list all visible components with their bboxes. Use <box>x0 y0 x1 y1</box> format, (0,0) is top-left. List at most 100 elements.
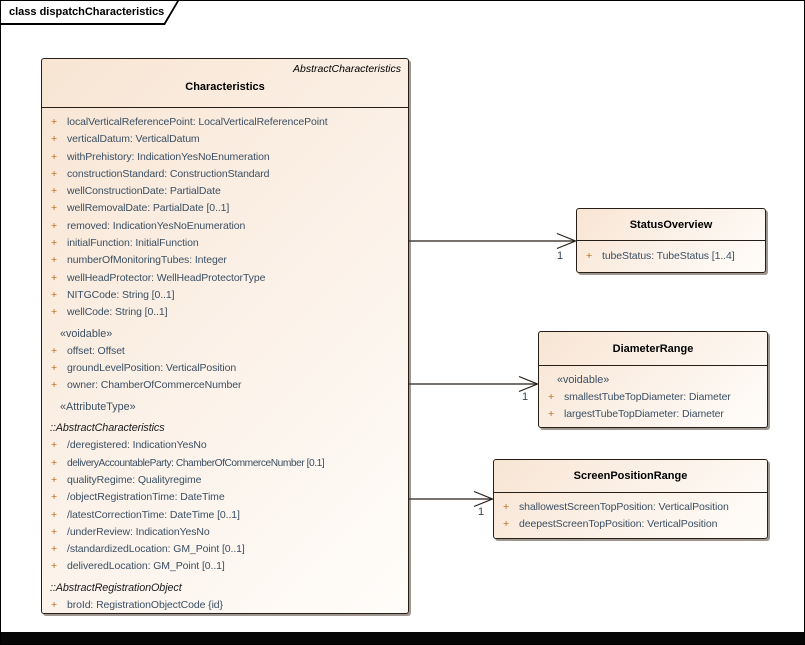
class-stereotype-label: AbstractCharacteristics <box>293 63 401 75</box>
attribute-text: /underReview: IndicationYesNo <box>67 525 210 538</box>
attribute-row: +qualityRegime: Qualityregime <box>50 472 404 489</box>
visibility-plus-sign: + <box>51 237 58 250</box>
visibility-plus-sign: + <box>51 525 58 538</box>
attribute-row: + wellHeadProtector: WellHeadProtectorTyp… <box>50 270 404 287</box>
frame-label-tab-inner: class dispatchCharacteristics <box>1 1 177 23</box>
attribute-row: +/latestCorrectionTime: DateTime [0..1] <box>50 507 404 524</box>
multiplicity-label: 1 <box>522 391 529 403</box>
inherited-from-row: ::AbstractRegistrationObject <box>50 581 182 594</box>
class-header: AbstractCharacteristics Characteristics <box>42 59 408 108</box>
attributes-compartment: + shallowestScreenTopPosition: VerticalPo… <box>494 493 767 533</box>
class-box-characteristics[interactable]: AbstractCharacteristics Characteristics … <box>41 58 409 614</box>
attribute-text: broId: RegistrationObjectCode {id} <box>67 599 223 612</box>
visibility-plus-sign: + <box>51 219 58 232</box>
class-box-diameter-range[interactable]: DiameterRange «voidable»+smallestTubeTop… <box>538 331 768 428</box>
attribute-row: + smallestTubeTopDiameter: Diameter <box>547 389 763 406</box>
multiplicity-label: 1 <box>557 250 564 262</box>
attribute-row: +NITGCode: String [0..1] <box>50 287 404 304</box>
visibility-plus-sign: + <box>51 560 58 573</box>
attribute-row: +removed: IndicationYesNoEnumeration <box>50 218 404 235</box>
visibility-plus-sign: + <box>51 508 58 521</box>
attribute-text: qualityRegime: Qualityregime <box>67 473 202 486</box>
attribute-row: + deliveryAccountableParty: ChamberOfComm… <box>50 455 404 472</box>
attribute-text: owner: ChamberOfCommerceNumber <box>67 379 242 392</box>
attribute-text: offset: Offset <box>67 344 125 357</box>
attribute-row: + deliveredLocation: GM_Point [0..1] <box>50 558 404 575</box>
frame-label-tab: class dispatchCharacteristics <box>1 1 179 25</box>
visibility-plus-sign: + <box>548 391 555 403</box>
visibility-plus-sign: + <box>51 599 58 612</box>
visibility-plus-sign: + <box>51 254 58 267</box>
association-arrow-status-overview <box>409 232 578 250</box>
stereotype-row: «AttributeType» <box>60 400 136 413</box>
class-box-screen-position-range[interactable]: ScreenPositionRange +shallowestScreenTop… <box>493 459 768 539</box>
attribute-text: withPrehistory: IndicationYesNoEnumerati… <box>67 150 270 163</box>
attribute-text: constructionStandard: ConstructionStanda… <box>67 167 270 180</box>
class-name: DiameterRange <box>612 342 694 355</box>
multiplicity-label: 1 <box>478 506 485 518</box>
attribute-text: initialFunction: InitialFunction <box>67 237 199 250</box>
visibility-plus-sign: + <box>503 501 510 513</box>
attributes-compartment: +localVerticalReferencePoint: LocalVerti… <box>42 108 408 614</box>
attribute-row: +owner: ChamberOfCommerceNumber <box>50 377 404 394</box>
inherited-from-row: ::AbstractCharacteristics <box>50 422 165 435</box>
visibility-plus-sign: + <box>51 185 58 198</box>
attribute-text: /deregistered: IndicationYesNo <box>67 439 207 452</box>
attribute-text: numberOfMonitoringTubes: Integer <box>67 254 227 267</box>
visibility-plus-sign: + <box>51 271 58 284</box>
attribute-text: shallowestScreenTopPosition: VerticalPos… <box>519 501 729 513</box>
attribute-text: /objectRegistrationTime: DateTime <box>67 491 225 504</box>
attribute-row: +withPrehistory: IndicationYesNoEnumerat… <box>50 149 404 166</box>
visibility-plus-sign: + <box>51 167 58 180</box>
attribute-text: verticalDatum: VerticalDatum <box>67 133 200 146</box>
attribute-row: + tubeStatus: TubeStatus [1..4] <box>585 248 761 265</box>
stereotype-row: «voidable» <box>557 374 610 386</box>
frame-label: class dispatchCharacteristics <box>9 6 165 18</box>
visibility-plus-sign: + <box>51 202 58 215</box>
stereotype-row: «voidable» <box>60 327 113 340</box>
attribute-row: + verticalDatum: VerticalDatum <box>50 131 404 148</box>
class-name: Characteristics <box>185 81 265 93</box>
visibility-plus-sign: + <box>51 456 58 469</box>
attribute-row: + shallowestScreenTopPosition: VerticalPo… <box>502 499 763 516</box>
attribute-row: +localVerticalReferencePoint: LocalVerti… <box>50 114 404 131</box>
attribute-text: groundLevelPosition: VerticalPosition <box>67 362 237 375</box>
attribute-text: NITGCode: String [0..1] <box>67 288 175 301</box>
attribute-row: +/standardizedLocation: GM_Point [0..1] <box>50 541 404 558</box>
attribute-row: +groundLevelPosition: VerticalPosition <box>50 360 404 377</box>
attribute-row: + broId: RegistrationObjectCode {id} <box>50 597 404 614</box>
visibility-plus-sign: + <box>51 491 58 504</box>
attribute-row: + /objectRegistrationTime: DateTime <box>50 489 404 506</box>
attribute-text: deliveryAccountableParty: ChamberOfComme… <box>67 457 325 469</box>
visibility-plus-sign: + <box>548 408 555 420</box>
attribute-text: smallestTubeTopDiameter: Diameter <box>564 391 731 403</box>
attribute-row: + wellCode: String [0..1] <box>50 304 404 321</box>
association-arrow-diameter-range <box>409 375 540 393</box>
class-header: StatusOverview <box>577 209 765 241</box>
visibility-plus-sign: + <box>51 306 58 319</box>
attribute-text: tubeStatus: TubeStatus [1..4] <box>602 250 735 262</box>
attribute-text: wellRemovalDate: PartialDate [0..1] <box>67 202 230 215</box>
attribute-text: wellHeadProtector: WellHeadProtectorType <box>67 271 266 284</box>
bottom-window-edge <box>1 632 804 644</box>
class-box-status-overview[interactable]: StatusOverview + tubeStatus: TubeStatus [… <box>576 208 766 273</box>
attribute-text: wellCode: String [0..1] <box>67 306 168 319</box>
visibility-plus-sign: + <box>586 250 593 262</box>
class-header: DiameterRange <box>539 332 767 366</box>
attribute-row: + initialFunction: InitialFunction <box>50 235 404 252</box>
attribute-row: + deepestScreenTopPosition: VerticalPosit… <box>502 516 763 533</box>
visibility-plus-sign: + <box>51 439 58 452</box>
visibility-plus-sign: + <box>51 133 58 146</box>
attributes-compartment: + tubeStatus: TubeStatus [1..4] <box>577 241 765 265</box>
attribute-row: + /deregistered: IndicationYesNo <box>50 437 404 454</box>
visibility-plus-sign: + <box>51 344 58 357</box>
attribute-row: +wellConstructionDate: PartialDate <box>50 183 404 200</box>
attribute-text: deepestScreenTopPosition: VerticalPositi… <box>519 518 718 530</box>
visibility-plus-sign: + <box>503 518 510 530</box>
attributes-compartment: «voidable»+smallestTubeTopDiameter: Diam… <box>539 366 767 423</box>
visibility-plus-sign: + <box>51 543 58 556</box>
attribute-row: + offset: Offset <box>50 343 404 360</box>
attribute-text: largestTubeTopDiameter: Diameter <box>564 408 724 420</box>
attribute-text: deliveredLocation: GM_Point [0..1] <box>67 560 225 573</box>
